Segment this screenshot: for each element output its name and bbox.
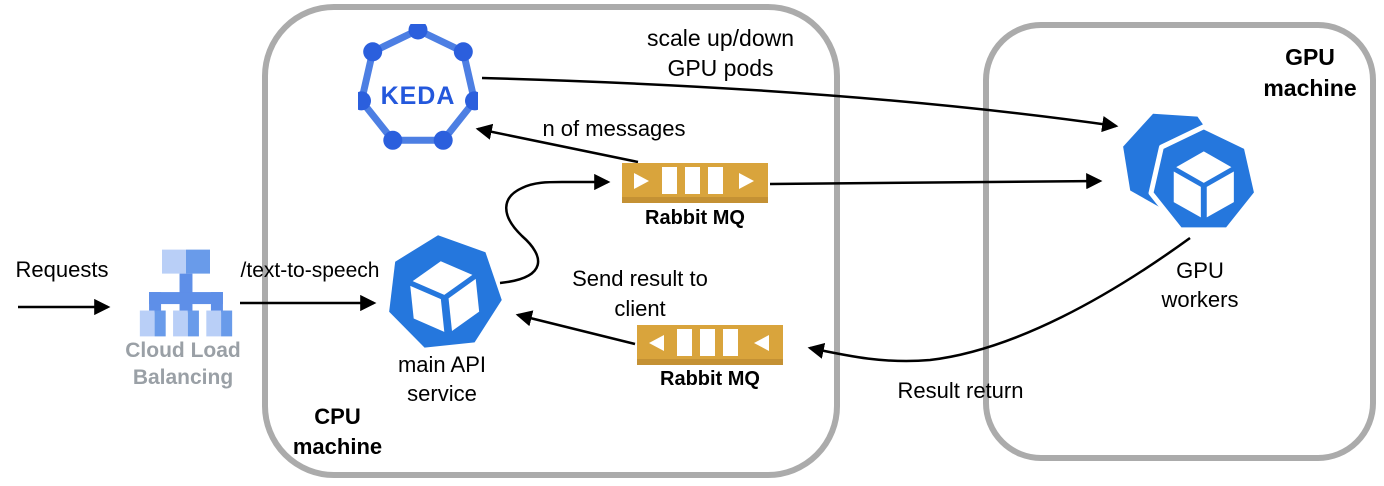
arrow-keda-scale-gpu [481, 76, 1119, 133]
main-api-service-label: main API service [397, 352, 487, 406]
gpu-machine-label: GPU machine [1263, 44, 1357, 101]
gpu-workers-icon [1123, 113, 1260, 233]
main-api-service-icon [389, 235, 502, 348]
rabbitmq-bottom-label: Rabbit MQ [660, 368, 760, 390]
text-to-speech-label: /text-to-speech [240, 259, 380, 282]
gpu-machine-box [983, 22, 1376, 461]
n-of-messages-label: n of messages [542, 116, 686, 141]
result-return-label: Result return [897, 378, 1024, 403]
arrow-rabbit-to-gpu [769, 173, 1103, 190]
arrow-api-to-rabbit [499, 173, 611, 285]
send-result-label: Send result to client [572, 266, 708, 321]
keda-logo-text: KEDA [381, 82, 456, 110]
keda-icon: KEDA [358, 24, 478, 150]
requests-label: Requests [15, 257, 109, 282]
scale-up-down-label: scale up/down GPU pods [646, 25, 795, 81]
cloud-load-balancing-icon [139, 249, 233, 337]
cpu-machine-label: CPU machine [292, 404, 383, 459]
rabbitmq-bottom-icon [637, 325, 783, 365]
cloud-load-balancing-label: Cloud Load Balancing [125, 339, 241, 389]
arrow-gpu-result-return [807, 236, 1191, 363]
rabbitmq-top-icon [622, 163, 768, 203]
rabbitmq-top-label: Rabbit MQ [645, 207, 745, 229]
cpu-machine-box [262, 4, 840, 478]
gpu-workers-label: GPU workers [1161, 258, 1239, 312]
arrow-rabbit-to-api [515, 310, 636, 346]
arrow-rabbit-keda-messages [475, 123, 639, 164]
